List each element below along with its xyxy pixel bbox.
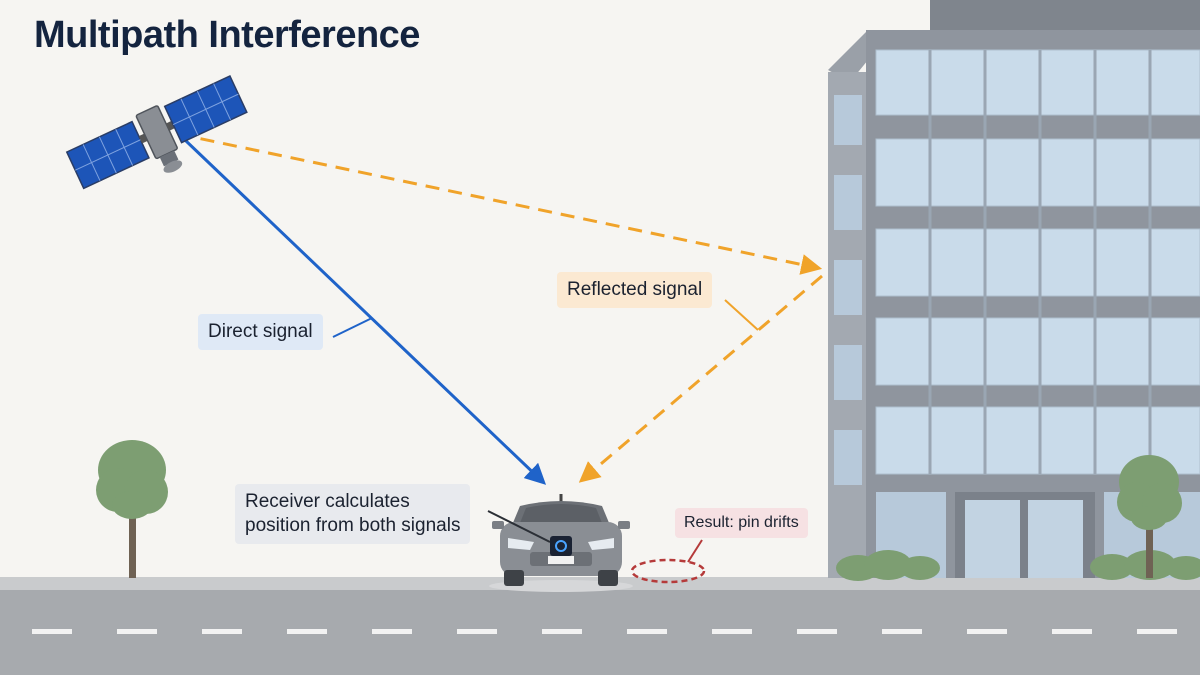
building-icon	[828, 0, 1200, 581]
reflected-signal	[177, 132, 823, 483]
receiver-label-leader	[487, 510, 551, 543]
receiver-label-line1: Receiver calculates	[245, 491, 410, 512]
result-label-leader	[687, 539, 703, 563]
direct-signal	[183, 138, 547, 485]
receiver-label-line2: position from both signals	[245, 514, 461, 536]
receiver-icon	[550, 536, 572, 556]
satellite-icon	[65, 74, 248, 190]
side-windows	[834, 95, 862, 485]
lane-markings	[32, 629, 1177, 634]
result-label: Result: pin drifts	[675, 508, 808, 538]
tree-icon	[96, 440, 168, 578]
drift-marker	[630, 539, 706, 584]
reflected-signal-label: Reflected signal	[557, 272, 713, 308]
road	[0, 577, 1200, 675]
direct-signal-label: Direct signal	[198, 314, 323, 350]
page-title: Multipath Interference	[34, 14, 420, 56]
tree-icon	[1117, 455, 1182, 578]
car-icon	[487, 494, 633, 592]
receiver-label: Receiver calculates position from both s…	[235, 484, 471, 544]
reflected-label-leader	[724, 299, 759, 331]
direct-label-leader	[332, 317, 373, 338]
window-mullions	[928, 50, 1152, 474]
